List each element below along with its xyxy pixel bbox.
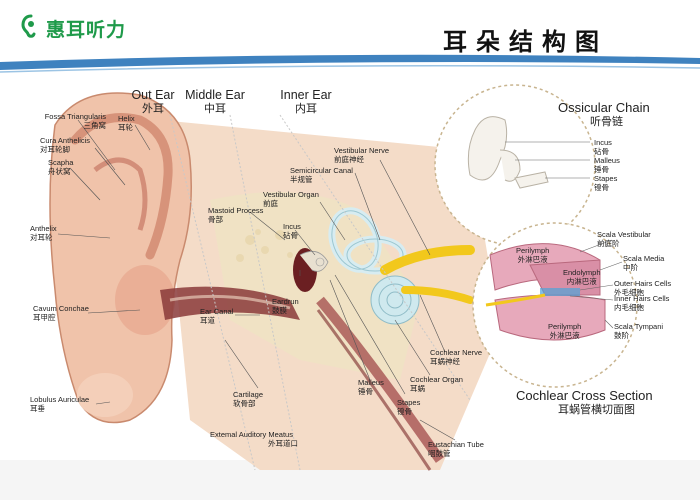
- header-stripe: [0, 54, 700, 70]
- label-cura-anthelicis: Cura Anthelicis 对耳轮脚: [40, 136, 91, 154]
- label-cartilage: Cartilage 软骨部: [233, 390, 264, 408]
- eustachian-tube: [316, 296, 445, 463]
- section-inner-ear: Inner Ear 内耳: [280, 88, 332, 115]
- auricle: [49, 92, 192, 424]
- label-lobulus-auriculae: Lobulus Auriculae 耳垂: [30, 395, 90, 413]
- ossicles: [299, 250, 329, 272]
- header-stripe-thin: [0, 65, 700, 73]
- label-ear-canal: Ear Canal 耳道: [200, 307, 234, 325]
- label-cochlear-organ: Cochlear Organ 耳蜗: [410, 375, 463, 393]
- label-eustachian-tube: Eustachian Tube 咽鼓管: [428, 440, 484, 458]
- section-out-ear: Out Ear 外耳: [131, 88, 175, 115]
- ossicular-stapes: Stapes 镫骨: [594, 174, 618, 192]
- cs-outer-hairs: Outer Hairs Cells 外毛细胞: [614, 279, 672, 297]
- cs-endolymph: Endolymph 内淋巴液: [563, 268, 601, 286]
- cs-scala-tympani: Scala Tympani 鼓阶: [614, 322, 664, 340]
- label-scapha: Scapha 舟状窝: [48, 158, 74, 176]
- ossicular-incus: Incus 砧骨: [594, 138, 612, 156]
- label-malleus: Malleus 锤骨: [358, 378, 384, 396]
- ossicular-bones: [467, 116, 549, 189]
- cochlea: [370, 275, 420, 325]
- label-external-meatus: Extemal Auditory Meatus 外耳道口: [210, 430, 298, 448]
- ear-lobe: [77, 373, 133, 417]
- leader-lines: [57, 119, 456, 441]
- vestibular-nerve: [380, 245, 475, 275]
- cs-inner-hairs: Inner Hairs Cells 内毛细胞: [614, 294, 670, 312]
- label-vestibular-organ: Vestibular Organ 前庭: [263, 190, 319, 208]
- brand-name: 惠耳听力: [46, 20, 127, 41]
- label-cavum-conchae: Cavum Conchae 耳甲腔: [33, 304, 89, 322]
- cs-scala-vestibular: Scala Vestibular 前庭阶: [597, 230, 651, 248]
- ossicular-malleus: Malleus 锤骨: [594, 156, 620, 174]
- brand: 惠耳听力: [20, 14, 126, 43]
- concha: [115, 265, 175, 335]
- cs-scala-media: Scala Media 中阶: [623, 254, 665, 272]
- ossicular-title: Ossicular Chain 听骨链: [558, 100, 650, 128]
- page-title: 耳朵结构图: [443, 29, 608, 56]
- section-middle-ear: Middle Ear 中耳: [185, 88, 245, 115]
- label-semicircular-canal: Semicircular Canal 半规管: [290, 166, 353, 184]
- helix-fold: [70, 113, 173, 260]
- label-stapes: Stapes 镫骨: [397, 398, 421, 416]
- section-dividers: [169, 114, 471, 471]
- ear-logo-icon: [20, 14, 42, 43]
- cochlear-cross-section: [485, 243, 606, 341]
- label-helix: Helix 耳轮: [118, 114, 135, 132]
- label-eardrum: Eardrun 鼓膜: [272, 297, 299, 315]
- label-incus: Incus 砧骨: [283, 222, 301, 240]
- cochlear-nerve: [401, 286, 474, 304]
- label-vestibular-nerve: Vestibular Nerve 前庭神经: [334, 146, 390, 164]
- header: 惠耳听力 耳朵结构图: [0, 0, 700, 62]
- label-anthelix: Anthelix 对耳轮: [30, 224, 57, 242]
- ear-canal: [160, 286, 300, 320]
- label-mastoid-process: Mastoid Process 骨部: [208, 206, 264, 224]
- cochlear-section-title: Cochlear Cross Section 耳蜗管横切面图: [516, 388, 653, 416]
- bone-texture: [236, 229, 293, 262]
- label-fossa-triangularis: Fossa Triangularis 三角窝: [44, 112, 106, 130]
- cs-perilymph-top: Perilymph 外淋巴液: [516, 246, 550, 264]
- label-cochlear-nerve: Cochlear Nerve 耳蜗神经: [430, 348, 483, 366]
- cs-perilymph-bottom: Perilymph 外淋巴液: [548, 322, 582, 340]
